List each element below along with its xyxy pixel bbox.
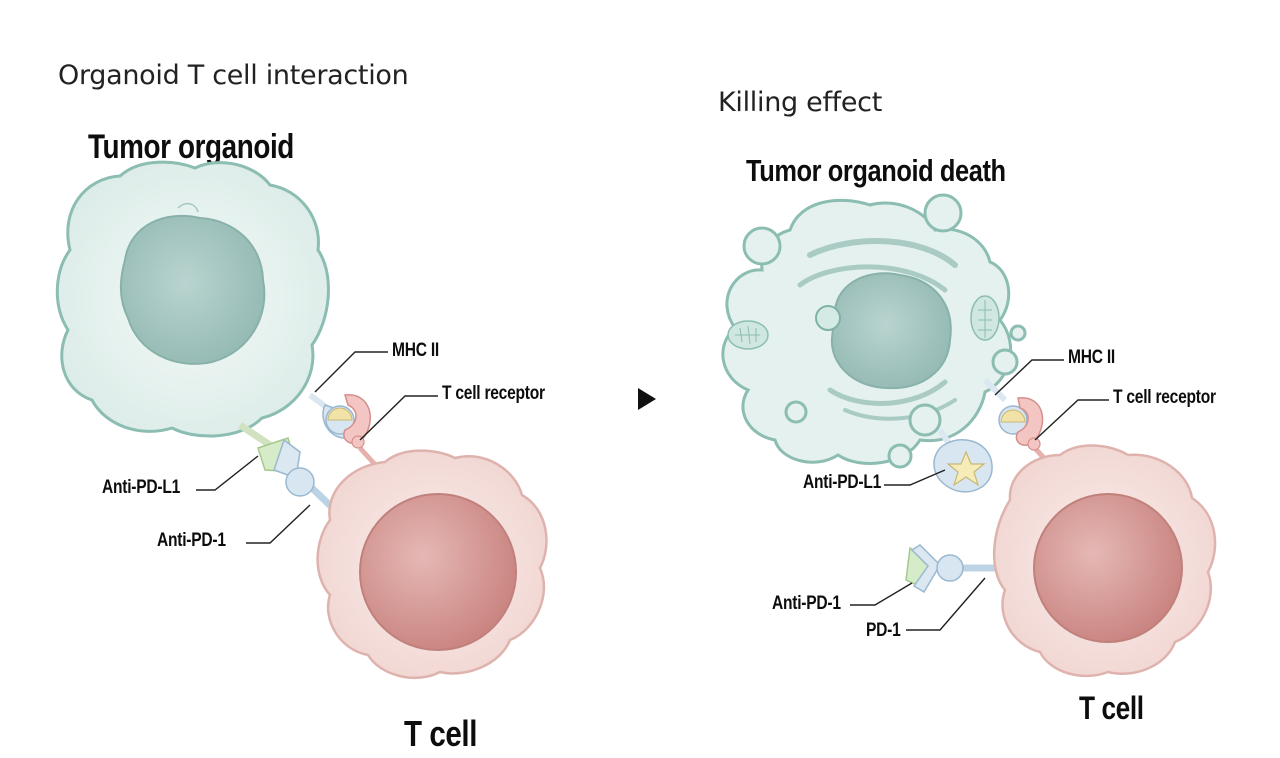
left-tcell-label: T cell (404, 713, 478, 754)
right-anti-pd1-label: Anti-PD-1 (772, 593, 841, 614)
left-tumor-label: Tumor organoid (88, 128, 294, 166)
left-panel-title: Organoid T cell interaction (58, 60, 409, 91)
left-antibodies (257, 437, 315, 497)
left-leader-lines (196, 351, 438, 544)
right-anti-pdl1-label: Anti-PD-L1 (803, 472, 882, 493)
right-anti-pdl1-complex (933, 439, 993, 493)
left-t-cell (316, 449, 548, 680)
anti-pdl1-stem (238, 422, 272, 448)
right-panel-title: Killing effect (718, 87, 883, 118)
star-icon (946, 450, 986, 487)
left-mhc-tcr-complex (322, 394, 372, 449)
right-mhc-label: MHC II (1068, 347, 1115, 368)
right-tumor-label: Tumor organoid death (746, 153, 1006, 188)
left-tumor-organoid (55, 160, 330, 438)
right-tcell-label: T cell (1079, 690, 1144, 726)
right-t-cell (992, 444, 1217, 678)
left-mhc-label: MHC II (392, 340, 439, 361)
right-mhc-tcr-complex (998, 397, 1044, 451)
apoptotic-bodies (742, 193, 1027, 469)
play-arrow-icon (638, 388, 656, 410)
right-pd1-label: PD-1 (866, 620, 901, 641)
left-tcr-label: T cell receptor (442, 383, 545, 404)
left-anti-pd1-label: Anti-PD-1 (157, 530, 226, 551)
right-anti-pd1-complex (905, 544, 964, 594)
left-anti-pdl1-label: Anti-PD-L1 (102, 477, 181, 498)
right-leader-lines (850, 359, 1109, 631)
right-tcr-label: T cell receptor (1113, 387, 1216, 408)
right-mhc-stem (982, 377, 1008, 403)
